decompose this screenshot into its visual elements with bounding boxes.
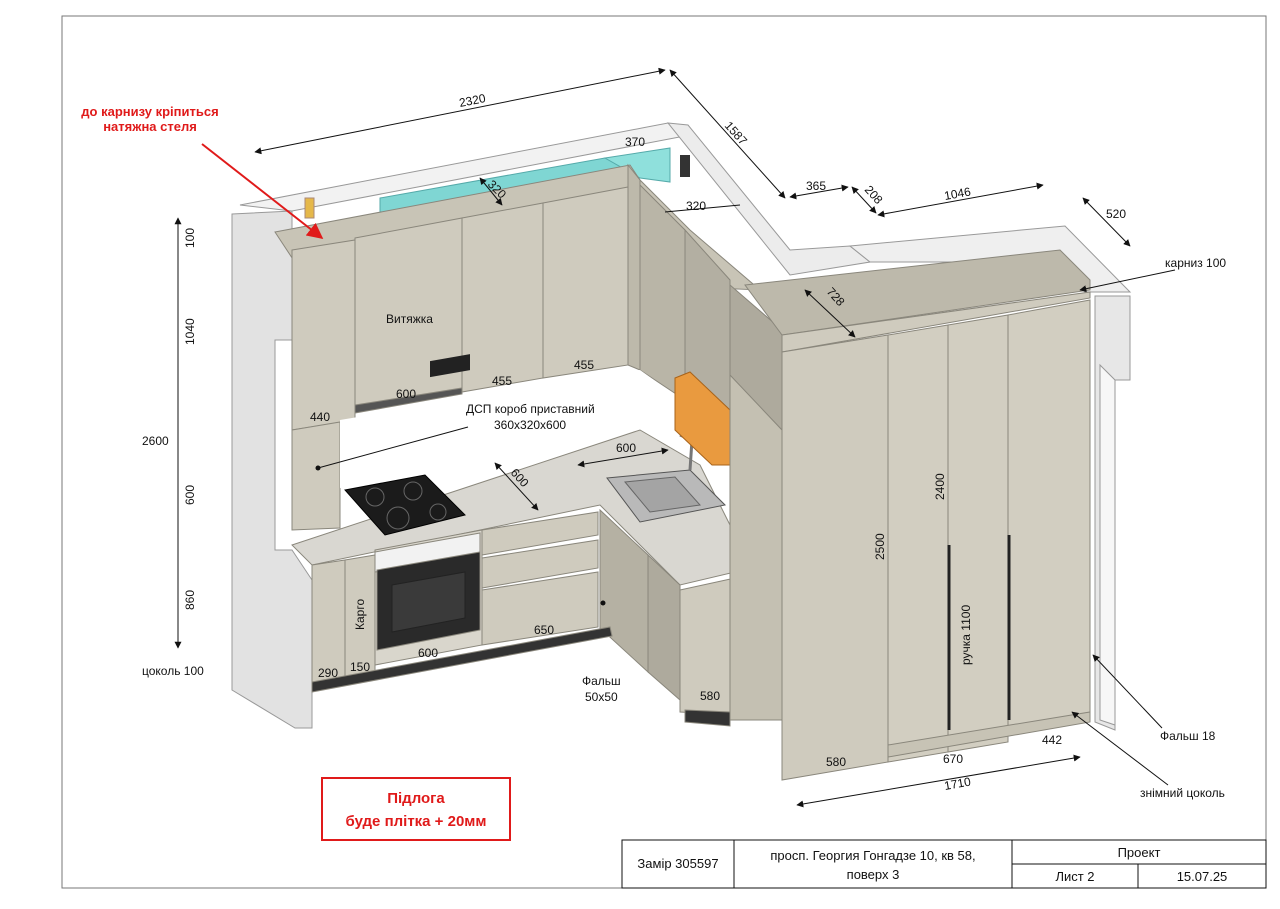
project-label: Проект bbox=[1118, 845, 1161, 860]
dimension-lines bbox=[174, 67, 1176, 808]
dim-370: 370 bbox=[625, 135, 645, 149]
upper-455-b: 455 bbox=[574, 358, 594, 372]
lower-650: 650 bbox=[534, 623, 554, 637]
title-block: Замір 305597 просп. Георгия Гонгадзе 10,… bbox=[621, 839, 1267, 889]
tall-670: 670 bbox=[943, 752, 963, 766]
socket-panel bbox=[430, 354, 470, 378]
removable-plinth-label: знімний цоколь bbox=[1140, 786, 1225, 800]
dim-2600: 2600 bbox=[142, 434, 169, 448]
floor-note-line2: буде плітка + 20мм bbox=[346, 813, 487, 830]
cornice-label: карниз 100 bbox=[1165, 256, 1226, 270]
dim-320-upper: 320 bbox=[686, 199, 706, 213]
upper-455-a: 455 bbox=[492, 374, 512, 388]
sheet-number: Лист 2 bbox=[1055, 869, 1094, 884]
yellow-block bbox=[304, 197, 315, 219]
dim-2320: 2320 bbox=[458, 91, 487, 110]
box-leader bbox=[317, 426, 469, 469]
dim-208: 208 bbox=[862, 183, 886, 207]
cargo-label: Карго bbox=[353, 599, 367, 630]
dim-600-wall: 600 bbox=[183, 485, 197, 505]
tall-2500: 2500 bbox=[873, 533, 887, 560]
lower-580: 580 bbox=[700, 689, 720, 703]
upper-cabinets bbox=[274, 163, 783, 531]
falsh-marker bbox=[600, 600, 606, 606]
tall-cabinets bbox=[729, 249, 1091, 781]
ceiling-note-line2: натяжна стеля bbox=[103, 119, 197, 134]
gas-hob bbox=[344, 474, 466, 536]
dim-365: 365 bbox=[806, 179, 826, 193]
tall-580: 580 bbox=[826, 755, 846, 769]
lower-cabinets bbox=[311, 508, 736, 727]
drawing-date: 15.07.25 bbox=[1177, 869, 1228, 884]
upper-440: 440 bbox=[310, 410, 330, 424]
ceiling-note-arrow bbox=[201, 143, 324, 239]
tall-1710: 1710 bbox=[943, 774, 972, 792]
dark-block bbox=[680, 155, 690, 177]
hood-label: Витяжка bbox=[386, 312, 433, 326]
plinth-label: цоколь 100 bbox=[142, 664, 204, 678]
falsh-label-line1: Фальш bbox=[582, 674, 621, 688]
upper-600: 600 bbox=[396, 387, 416, 401]
dim-520: 520 bbox=[1106, 207, 1126, 221]
address-line1: просп. Георгия Гонгадзе 10, кв 58, bbox=[770, 848, 975, 863]
lower-150: 150 bbox=[350, 660, 370, 674]
falsh18-label: Фальш 18 bbox=[1160, 729, 1216, 743]
dim-1040: 1040 bbox=[183, 318, 197, 345]
measure-id: Замір 305597 bbox=[637, 856, 718, 871]
address-line2: поверх 3 bbox=[847, 867, 900, 882]
box-label-line2: 360x320x600 bbox=[494, 418, 566, 432]
tall-442: 442 bbox=[1042, 733, 1062, 747]
box-label-line1: ДСП короб приставний bbox=[466, 402, 595, 416]
tall-2400: 2400 bbox=[933, 473, 947, 500]
dim-100-top: 100 bbox=[183, 228, 197, 248]
falsh-label-line2: 50x50 bbox=[585, 690, 618, 704]
dim-1046: 1046 bbox=[943, 184, 972, 202]
floor-note-box bbox=[321, 777, 511, 841]
ceiling-note-line1: до карнизу кріпиться bbox=[81, 104, 218, 119]
handle-label: ручка 1100 bbox=[959, 605, 973, 665]
dim-1587: 1587 bbox=[722, 119, 750, 148]
lower-290: 290 bbox=[318, 666, 338, 680]
floor-note-line1: Підлога bbox=[387, 790, 445, 807]
lower-600: 600 bbox=[418, 646, 438, 660]
dim-860: 860 bbox=[183, 590, 197, 610]
sink-600: 600 bbox=[616, 441, 636, 455]
